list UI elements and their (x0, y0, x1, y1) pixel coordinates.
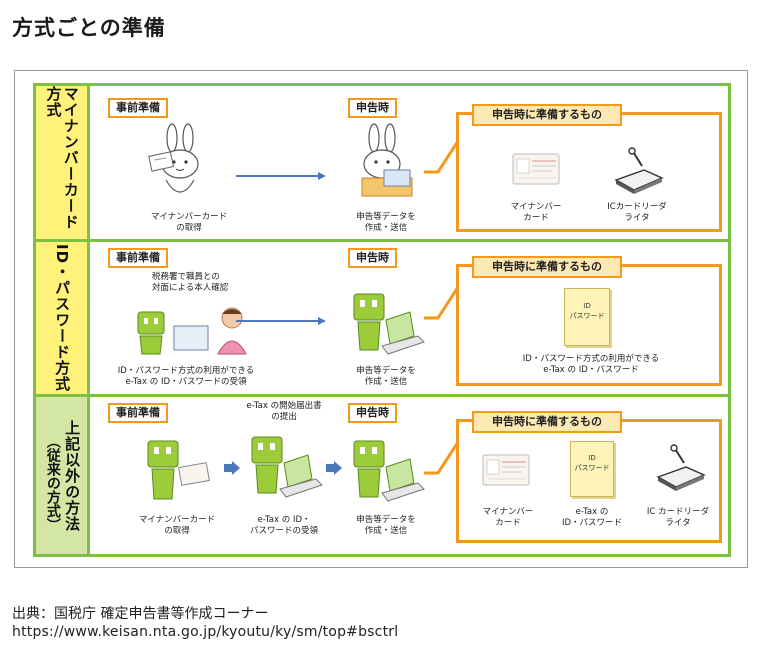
item-caption: ICカードリーダ ライタ (607, 202, 667, 223)
side-label-box: 上記以外の方法 （従来の方式） (36, 397, 90, 554)
my-number-card-icon (482, 454, 530, 486)
item-caption: e-Tax の ID・パスワード (561, 507, 623, 528)
item-caption: マイナンバー カード (482, 507, 534, 528)
id-password-document-icon: ID パスワード (570, 441, 614, 497)
mid-caption: e-Tax の ID・ パスワードの受領 (249, 515, 318, 536)
prep-caption: マイナンバーカード の取得 (150, 212, 228, 233)
side-sublabel: （従来の方式） (44, 433, 61, 532)
in-person-identity-check-icon (137, 307, 247, 355)
source-url[interactable]: https://www.keisan.nta.go.jp/kyoutu/ky/s… (12, 624, 399, 640)
advance-prep-tag: 事前準備 (108, 248, 168, 268)
row-my-number-card: マイナンバーカード方式 事前準備 マイナンバーカード の取得 (36, 86, 728, 242)
side-label: ID・パスワード方式 (53, 243, 72, 393)
prep-caption: ID・パスワード方式の利用ができる e-Tax の ID・パスワードの受領 (117, 366, 255, 387)
rabbit-with-card-icon (148, 123, 199, 193)
filing-caption: 申告等データを 作成・送信 (356, 212, 416, 233)
advance-prep-tag: 事前準備 (108, 403, 168, 423)
row-other-method: 上記以外の方法 （従来の方式） 事前準備 マイナンバーカード の取得 e-Tax… (36, 397, 728, 554)
arrow-right-icon (236, 317, 326, 325)
filing-items-header: 申告時に準備するもの (472, 104, 622, 126)
item-caption: マイナンバー カード (510, 202, 562, 223)
arrow-right-icon (326, 461, 342, 475)
green-character-at-computer-icon (251, 436, 323, 498)
at-filing-tag: 申告時 (348, 98, 397, 118)
at-filing-tag: 申告時 (348, 403, 397, 423)
arrow-right-icon (224, 461, 240, 475)
filing-caption: 申告等データを 作成・送信 (356, 366, 416, 387)
rabbit-at-computer-icon (361, 123, 413, 197)
side-label: 上記以外の方法 (63, 419, 82, 532)
side-label: マイナンバーカード方式 (44, 86, 80, 230)
side-label-box: マイナンバーカード方式 (36, 86, 90, 239)
row-id-password: ID・パスワード方式 事前準備 税務署で職員との 対面による本人確認 ID・パス… (36, 242, 728, 397)
item-caption: ID・パスワード方式の利用ができる e-Tax の ID・パスワード (522, 354, 660, 375)
filing-caption: 申告等データを 作成・送信 (356, 515, 416, 536)
card-reader-icon (656, 444, 706, 491)
prep-caption: マイナンバーカード の取得 (138, 515, 216, 536)
green-character-with-card-icon (147, 440, 210, 500)
advance-prep-tag: 事前準備 (108, 98, 168, 118)
source-label: 出典：国税庁 確定申告書等作成コーナー (12, 606, 269, 622)
page-title: 方式ごとの準備 (12, 16, 166, 40)
filing-items-header: 申告時に準備するもの (472, 411, 622, 433)
id-password-document-icon: ID パスワード (564, 288, 610, 346)
side-label-box: ID・パスワード方式 (36, 242, 90, 394)
filing-items-header: 申告時に準備するもの (472, 256, 622, 278)
mid-note: e-Tax の開始届出書 の提出 (246, 401, 322, 422)
at-filing-tag: 申告時 (348, 248, 397, 268)
diagram-frame: マイナンバーカード方式 事前準備 マイナンバーカード の取得 (14, 70, 748, 568)
method-board: マイナンバーカード方式 事前準備 マイナンバーカード の取得 (33, 83, 731, 557)
arrow-right-icon (236, 172, 326, 180)
green-character-at-computer-icon (353, 293, 425, 355)
card-reader-icon (614, 147, 664, 194)
prep-note: 税務署で職員との 対面による本人確認 (152, 272, 229, 293)
my-number-card-icon (512, 153, 560, 185)
green-character-at-computer-icon (353, 440, 425, 502)
item-caption: IC カードリーダ ライタ (646, 507, 710, 528)
